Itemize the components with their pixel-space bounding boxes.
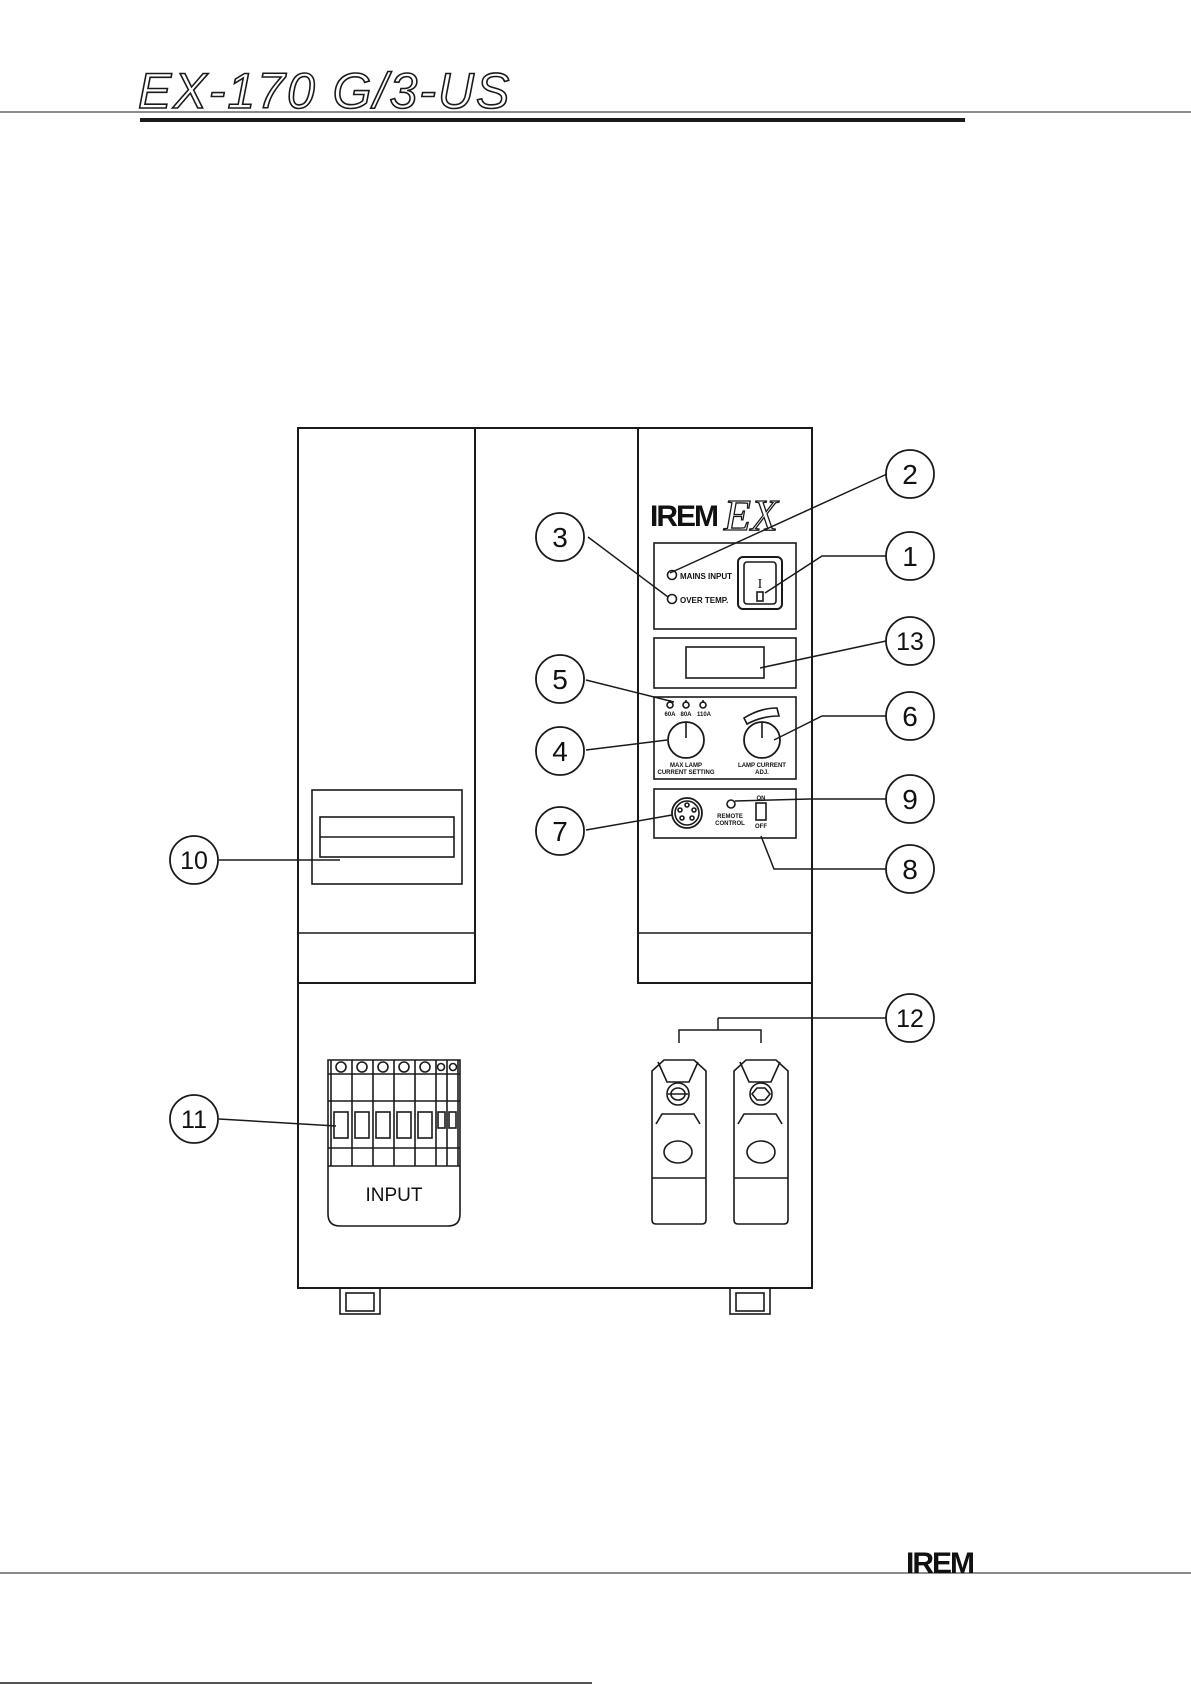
footer-brand-logo: IREM (906, 1547, 973, 1580)
lamp-current-label-line2: ADJ. (755, 770, 769, 776)
svg-text:8: 8 (902, 854, 918, 885)
callout-12: 12 (886, 994, 934, 1042)
switch-on-symbol: I (758, 577, 763, 592)
callout-7: 7 (536, 807, 584, 855)
remote-label-line1: REMOTE (717, 814, 743, 820)
output-connector-left[interactable] (652, 1060, 706, 1224)
unit-product-logo: EX (723, 491, 780, 540)
over-temp-label: OVER TEMP. (680, 596, 728, 605)
svg-text:7: 7 (552, 816, 568, 847)
remote-connector[interactable] (672, 798, 702, 828)
callout-8: 8 (886, 845, 934, 893)
display-panel (654, 638, 796, 688)
header-model-title: EX-170 G/3-US (138, 63, 511, 119)
remote-led (727, 800, 735, 808)
svg-text:3: 3 (552, 522, 568, 553)
svg-text:9: 9 (902, 784, 918, 815)
callout-11: 11 (170, 1095, 218, 1143)
svg-text:11: 11 (181, 1106, 207, 1134)
max-lamp-label-line2: CURRENT SETTING (658, 770, 715, 776)
leader-lines (219, 474, 887, 1126)
svg-text:5: 5 (552, 664, 568, 695)
unit-brand-logo: IREM (650, 500, 717, 533)
callout-1: 1 (886, 532, 934, 580)
callout-2: 2 (886, 450, 934, 498)
svg-text:2: 2 (902, 459, 918, 490)
input-label: INPUT (366, 1185, 423, 1206)
callout-10: 10 (170, 836, 218, 884)
svg-text:4: 4 (552, 736, 568, 767)
display-window (686, 647, 764, 678)
callout-5: 5 (536, 655, 584, 703)
remote-toggle-switch[interactable] (756, 803, 766, 820)
remote-label-line2: CONTROL (715, 821, 745, 827)
callout-6: 6 (886, 692, 934, 740)
mains-input-label: MAINS INPUT (680, 572, 732, 581)
callout-4: 4 (536, 727, 584, 775)
max-lamp-label-line1: MAX LAMP (670, 763, 702, 769)
over-temp-led (668, 595, 677, 604)
svg-text:10: 10 (180, 847, 208, 875)
svg-text:6: 6 (902, 701, 918, 732)
callout-13: 13 (886, 617, 934, 665)
setting-60a: 60A (664, 712, 676, 718)
svg-text:13: 13 (896, 628, 924, 656)
setting-110a: 110A (697, 712, 712, 718)
callout-3: 3 (536, 513, 584, 561)
door-handle[interactable] (312, 790, 462, 884)
svg-text:1: 1 (902, 541, 918, 572)
setting-80a: 80A (680, 712, 692, 718)
output-connector-right[interactable] (734, 1060, 788, 1224)
svg-text:12: 12 (896, 1005, 924, 1033)
max-lamp-knob[interactable] (668, 722, 704, 758)
lamp-current-label-line1: LAMP CURRENT (738, 763, 786, 769)
callout-9: 9 (886, 775, 934, 823)
remote-switch-off-label: OFF (755, 824, 767, 830)
mains-power-switch[interactable]: I (738, 557, 782, 609)
